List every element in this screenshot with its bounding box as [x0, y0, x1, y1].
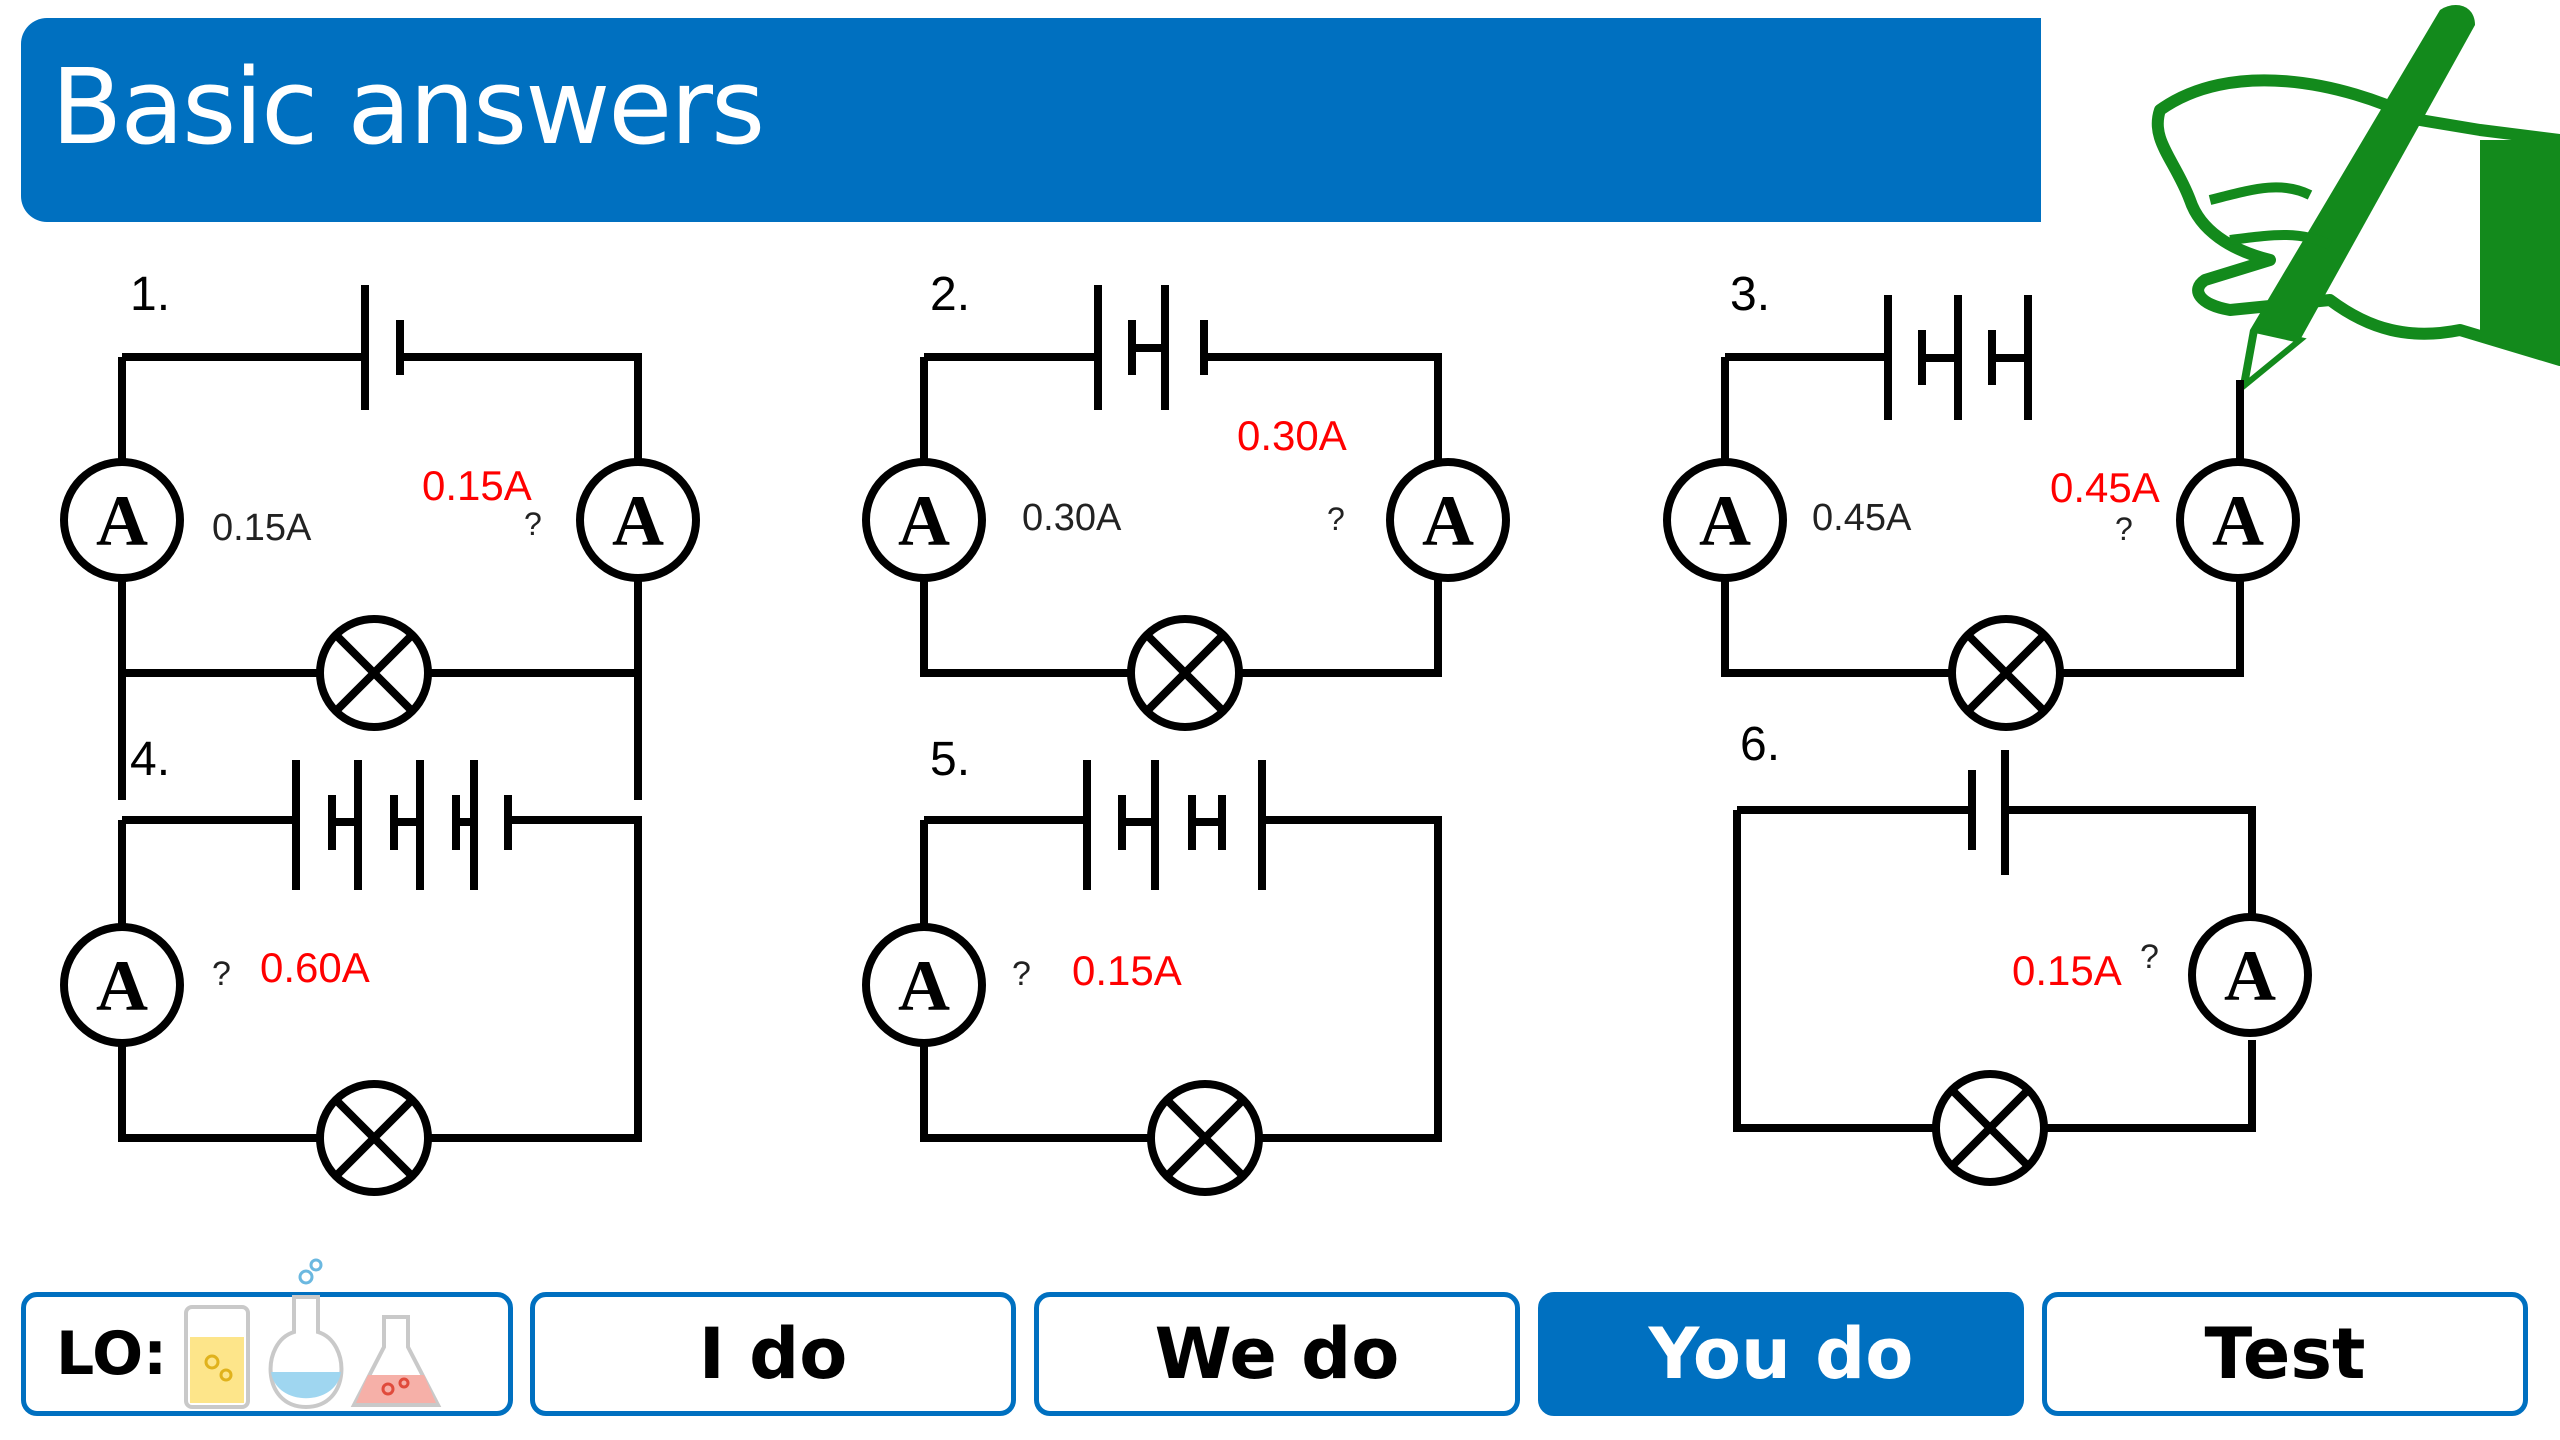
- circuit-number: 3.: [1730, 268, 1770, 321]
- ammeter-symbol: [2188, 913, 2312, 1037]
- we-do-button[interactable]: We do: [1034, 1292, 1520, 1416]
- ammeter-letter: A: [1422, 481, 1474, 561]
- lo-label: LO:: [56, 1319, 168, 1389]
- round-flask-icon: [268, 1258, 344, 1410]
- question-mark: ?: [1012, 955, 1031, 993]
- answer-label: 0.45A: [2050, 464, 2160, 511]
- circuit-number: 1.: [130, 268, 170, 321]
- title-bar: Basic answers: [21, 18, 2041, 222]
- circuit-diagrams: A A A A A A A A A 1. 2. 3. 4. 5. 6. 0.15…: [60, 268, 2312, 1196]
- ammeter-symbol: [1386, 458, 1510, 582]
- ammeter-symbol: [862, 458, 986, 582]
- ammeter-letter: A: [96, 946, 148, 1026]
- test-label: Test: [2204, 1313, 2366, 1395]
- ammeter-symbol: [60, 923, 184, 1047]
- lab-flasks-icon: [184, 1258, 442, 1410]
- we-do-label: We do: [1154, 1313, 1400, 1395]
- pen-hand-icon: [2151, 5, 2560, 393]
- circuit-number: 6.: [1740, 718, 1780, 771]
- you-do-button[interactable]: You do: [1538, 1292, 2024, 1416]
- ammeter-letter: A: [898, 946, 950, 1026]
- you-do-label: You do: [1648, 1313, 1914, 1395]
- ammeter-letter: A: [1699, 481, 1751, 561]
- page-title: Basic answers: [51, 46, 765, 168]
- circuit-number: 2.: [930, 268, 970, 321]
- ammeter-symbol: [576, 458, 700, 582]
- test-button[interactable]: Test: [2042, 1292, 2528, 1416]
- ammeter-letter: A: [96, 481, 148, 561]
- circuit-number: 4.: [130, 733, 170, 786]
- ammeter-letter: A: [612, 481, 664, 561]
- question-mark: ?: [212, 955, 231, 993]
- i-do-label: I do: [698, 1313, 848, 1395]
- ammeter-symbol: [862, 923, 986, 1047]
- circuit-5: [862, 760, 1442, 1196]
- question-mark: ?: [524, 506, 542, 542]
- ammeter-letter: A: [2212, 481, 2264, 561]
- ammeter-symbol: [2176, 458, 2300, 582]
- ammeter-letter: A: [2224, 936, 2276, 1016]
- ammeter-symbol: [1663, 458, 1787, 582]
- ammeter-symbol: [60, 458, 184, 582]
- answer-label: 0.15A: [1072, 947, 1182, 994]
- ammeter-letter: A: [898, 481, 950, 561]
- lo-box: LO:: [21, 1258, 513, 1416]
- answer-label: 0.15A: [422, 462, 532, 509]
- current-label: 0.45A: [1812, 497, 1912, 539]
- current-label: 0.30A: [1022, 497, 1122, 539]
- current-label: 0.15A: [212, 507, 312, 549]
- circuit-number: 5.: [930, 733, 970, 786]
- question-mark: ?: [2140, 938, 2159, 976]
- question-mark: ?: [1327, 501, 1345, 537]
- conical-flask-icon: [350, 1315, 442, 1407]
- beaker-icon: [184, 1305, 250, 1409]
- i-do-button[interactable]: I do: [530, 1292, 1016, 1416]
- answer-label: 0.15A: [2012, 947, 2122, 994]
- circuit-1: [60, 285, 700, 800]
- answer-label: 0.30A: [1237, 412, 1347, 459]
- answer-label: 0.60A: [260, 944, 370, 991]
- circuit-6: [1733, 750, 2312, 1186]
- question-mark: ?: [2115, 511, 2133, 547]
- circuit-4: [60, 760, 642, 1196]
- circuit-3: [1663, 295, 2300, 731]
- circuit-2: [862, 285, 1510, 731]
